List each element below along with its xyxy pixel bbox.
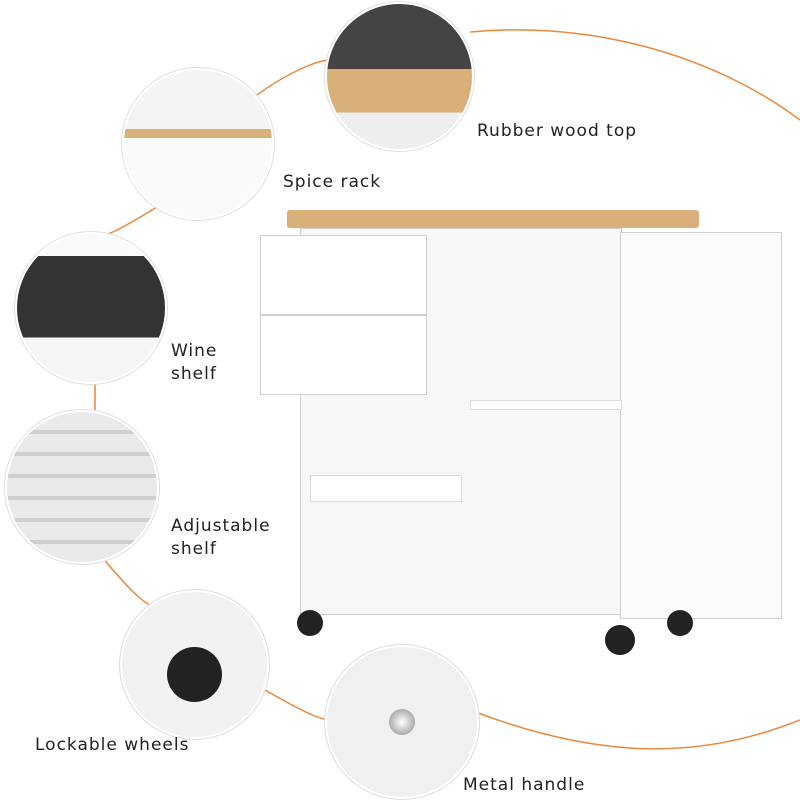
kitchen-cart bbox=[260, 210, 785, 655]
wheel-icon bbox=[167, 647, 222, 702]
adjustable-shelf-photo bbox=[5, 410, 159, 564]
wheel bbox=[667, 610, 693, 636]
wine-rack-shelf bbox=[310, 475, 462, 502]
rubber-wood-top-photo bbox=[325, 2, 474, 151]
middle-shelf bbox=[470, 400, 622, 410]
label-metal-handle: Metal handle bbox=[463, 775, 586, 795]
drawer-top bbox=[260, 235, 427, 315]
wood-top bbox=[287, 210, 699, 228]
label-spice-rack: Spice rack bbox=[283, 172, 382, 192]
cabinet-door bbox=[620, 232, 782, 619]
label-rubber-wood-top: Rubber wood top bbox=[477, 121, 638, 141]
wine-shelf-photo bbox=[15, 232, 167, 384]
label-lockable-wheels: Lockable wheels bbox=[35, 735, 190, 755]
metal-handle-photo bbox=[325, 645, 479, 799]
knob-icon bbox=[389, 709, 415, 735]
drawer-bottom bbox=[260, 315, 427, 395]
lockable-wheels-photo bbox=[120, 590, 269, 739]
spice-rack-photo bbox=[122, 68, 274, 220]
wheel bbox=[605, 625, 635, 655]
wheel bbox=[297, 610, 323, 636]
